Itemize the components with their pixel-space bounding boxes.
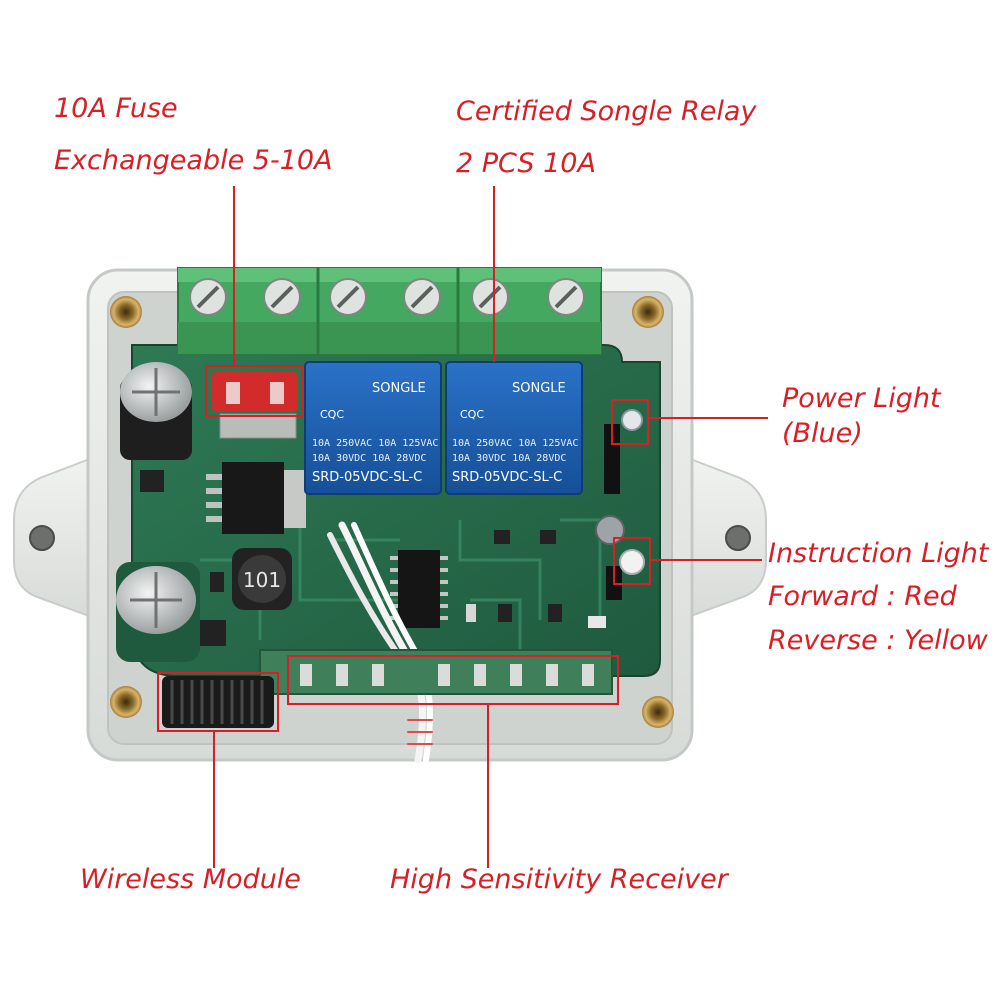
- relay-2: SONGLE CQC 10A 250VAC 10A 125VAC 10A 30V…: [445, 361, 583, 495]
- instruction-light-title: Instruction Light: [768, 538, 989, 569]
- fuse-title: 10A Fuse: [54, 93, 178, 124]
- voltage-regulator: [206, 462, 306, 534]
- wireless-module-coil: [162, 676, 274, 728]
- electrolytic-capacitor-bottom: [116, 562, 200, 662]
- brass-insert-top-right: [632, 296, 664, 328]
- power-light-highlight-box: [611, 399, 649, 445]
- power-light-title: Power Light: [782, 383, 941, 414]
- relay-subtitle: 2 PCS 10A: [456, 148, 596, 179]
- relay-cert: CQC: [460, 408, 484, 421]
- brass-insert-top-left: [110, 296, 142, 328]
- receiver-module: [259, 649, 613, 695]
- fuse-subtitle: Exchangeable 5-10A: [54, 145, 333, 176]
- instruction-forward: Forward : Red: [768, 581, 957, 612]
- wireless-module-highlight-box: [157, 672, 279, 732]
- relay-title: Certified Songle Relay: [456, 96, 757, 127]
- relay-brand: SONGLE: [372, 381, 426, 396]
- relay-cert: CQC: [320, 408, 344, 421]
- mounting-ear-left: [13, 453, 101, 622]
- smd-components: [140, 470, 606, 646]
- instruction-reverse: Reverse : Yellow: [768, 625, 988, 656]
- fuse: [212, 372, 298, 439]
- wireless-module-label: Wireless Module: [80, 864, 301, 895]
- terminal-block: [177, 267, 602, 355]
- relay-model: SRD-05VDC-SL-C: [312, 470, 422, 485]
- mounting-ear-right: [679, 453, 767, 622]
- electrolytic-capacitor-top: [120, 362, 192, 460]
- receiver-label: High Sensitivity Receiver: [390, 864, 728, 895]
- brass-insert-bottom-left: [110, 686, 142, 718]
- relay-rating-dc: 10A 30VDC 10A 28VDC: [312, 453, 426, 464]
- relay-rating-ac: 10A 250VAC 10A 125VAC: [312, 438, 438, 449]
- brass-insert-bottom-right: [642, 696, 674, 728]
- inductor: 101: [232, 548, 292, 610]
- screw: [595, 515, 625, 545]
- relay-rating-dc: 10A 30VDC 10A 28VDC: [452, 453, 566, 464]
- fuse-highlight-box: [205, 365, 303, 417]
- power-light-subtitle: (Blue): [782, 418, 863, 449]
- relay-rating-ac: 10A 250VAC 10A 125VAC: [452, 438, 578, 449]
- relay-1: SONGLE CQC 10A 250VAC 10A 125VAC 10A 30V…: [304, 361, 442, 495]
- receiver-highlight-box: [287, 655, 619, 705]
- ic-chip: [390, 550, 448, 628]
- callout-graphics: [157, 186, 768, 868]
- inductor-marking: 101: [243, 568, 281, 592]
- power-led: [604, 409, 643, 494]
- relay-model: SRD-05VDC-SL-C: [452, 470, 562, 485]
- relay-brand: SONGLE: [512, 381, 566, 396]
